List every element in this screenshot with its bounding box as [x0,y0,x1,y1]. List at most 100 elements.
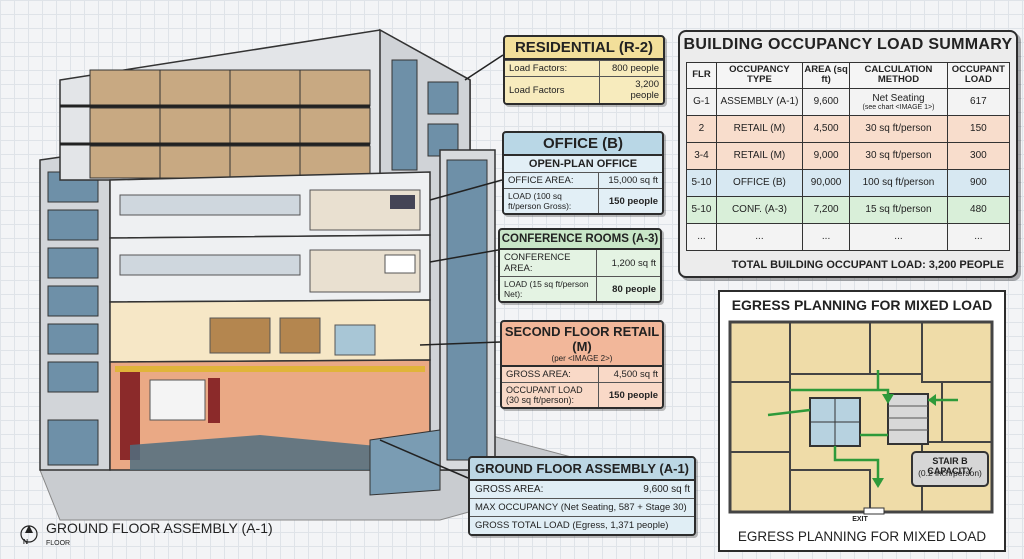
retail-callout: SECOND FLOOR RETAIL (M) (per <IMAGE 2>) … [500,320,664,409]
summary-area-cell-text: 9,000 [813,150,839,162]
summary-floor-cell-text: ... [697,231,706,243]
callout-connectors [379,54,504,479]
summary-total: TOTAL BUILDING OCCUPANT LOAD: 3,200 PEOP… [731,259,1004,271]
summary-calc-cell-text: 30 sq ft/person [865,150,932,162]
retail-title: SECOND FLOOR RETAIL (M) [504,324,660,354]
retail-table: GROSS AREA: 4,500 sq ft OCCUPANT LOAD (3… [502,367,662,407]
summary-area-cell: ... [801,222,851,251]
office-title: OFFICE (B) [504,133,662,156]
summary-calc-cell-text: 30 sq ft/person [865,123,932,135]
summary-title: BUILDING OCCUPANCY LOAD SUMMARY [683,36,1013,53]
assembly-callout: GROUND FLOOR ASSEMBLY (A-1) GROSS AREA: … [468,456,696,536]
summary-floor-cell-text: 5-10 [691,177,712,189]
table-row: GROSS TOTAL LOAD (Egress, 1,371 people) [470,516,694,534]
summary-table: FLR OCCUPANCY TYPE AREA (sq ft) CALCULAT… [686,62,1011,251]
table-row: LOAD (100 sq ft/person Gross): 150 peopl… [504,188,662,213]
summary-area-cell: 7,200 [801,195,851,224]
conference-title: CONFERENCE ROOMS (A-3) [500,230,660,250]
office-area-value: 15,000 sq ft [598,173,662,189]
retail-load-value: 150 people [597,382,662,407]
summary-area-cell-text: 9,600 [813,96,839,108]
summary-load-cell: 480 [946,195,1011,224]
summary-type-cell: OFFICE (B) [715,168,803,197]
assembly-area-label: GROSS AREA: [475,484,544,495]
residential-title: RESIDENTIAL (R-2) [505,37,663,60]
summary-floor-cell: 5-10 [686,195,717,224]
exit-label: EXIT [852,516,868,523]
summary-load-cell-text: 300 [970,150,987,162]
summary-header-cell: AREA (sq ft) [801,62,851,89]
residential-row-value: 800 people [599,60,663,77]
summary-header-cell: FLR [686,62,717,89]
conference-load-label: LOAD (15 sq ft/person Net): [500,276,596,301]
retail-area-label: GROSS AREA: [506,369,571,380]
summary-floor-cell: 5-10 [686,168,717,197]
summary-floor-cell: 3-4 [686,141,717,170]
summary-area-cell-text: 4,500 [813,123,839,135]
table-row: Load Factors 3,200 people [505,76,663,103]
summary-calc-cell: 15 sq ft/person [849,195,948,224]
assembly-title: GROUND FLOOR ASSEMBLY (A-1) [470,458,694,481]
assembly-max-occupancy: MAX OCCUPANCY (Net Seating, 587 + Stage … [470,498,694,517]
summary-area-cell: 9,600 [801,87,851,116]
summary-calc-cell-text: Net Seating [872,92,925,104]
conference-area-label: CONFERENCE AREA: [504,252,571,274]
caption-sub: FLOOR [46,540,71,547]
summary-load-cell-text: ... [974,231,983,243]
retail-subtitle: (per <IMAGE 2>) [502,354,662,367]
summary-load-cell: 617 [946,87,1011,116]
summary-calc-cell-text: 15 sq ft/person [865,204,932,216]
egress-title: EGRESS PLANNING FOR MIXED LOAD [731,297,993,313]
stair-capacity-label: STAIR B CAPACITY [927,456,973,476]
stair-capacity-note: (0.2 inch/person) [918,468,982,478]
summary-calc-cell-text: 100 sq ft/person [862,177,935,189]
summary-type-cell-text: ... [755,231,764,243]
assembly-table: GROSS AREA: 9,600 sq ft MAX OCCUPANCY (N… [470,481,694,534]
summary-load-cell-text: 480 [970,204,987,216]
table-row: MAX OCCUPANCY (Net Seating, 587 + Stage … [470,498,694,517]
office-load-label: LOAD (100 sq ft/person Gross): [504,188,599,213]
summary-load-cell-text: 150 [970,123,987,135]
table-row: Load Factors: 800 people [505,60,663,77]
residential-row-value: 3,200 people [599,76,663,103]
summary-floor-cell: 2 [686,114,717,143]
egress-floor-plan [728,320,994,515]
residential-row-label: Load Factors: [505,60,600,77]
summary-load-cell-text: 617 [970,96,987,108]
conference-load-value: 80 people [595,276,660,301]
summary-floor-cell-text: G-1 [693,96,710,108]
summary-area-cell: 9,000 [801,141,851,170]
north-arrow-icon [20,525,38,543]
table-row: 2 RETAIL (M) 4,500 30 sq ft/person 150 [686,114,1011,143]
north-label: N [23,539,29,546]
summary-floor-cell: ... [686,222,717,251]
office-table: OFFICE AREA: 15,000 sq ft LOAD (100 sq f… [504,173,662,213]
summary-floor-cell-text: 2 [698,123,705,135]
summary-load-cell-text: 900 [970,177,987,189]
retail-load-label: OCCUPANT LOAD (30 sq ft/person): [502,382,598,407]
summary-calc-cell: ... [849,222,948,251]
summary-area-cell: 90,000 [801,168,851,197]
summary-type-cell-text: RETAIL (M) [733,123,786,135]
summary-floor-cell-text: 5-10 [691,204,712,216]
summary-load-cell: ... [946,222,1011,251]
summary-load-cell: 150 [946,114,1011,143]
summary-type-cell-text: OFFICE (B) [733,177,786,189]
summary-area-cell-text: 90,000 [810,177,842,189]
summary-calc-cell: Net Seating(see chart <IMAGE 1>) [849,87,948,116]
summary-calc-cell: 30 sq ft/person [849,141,948,170]
summary-header-cell: OCCUPANCY TYPE [715,62,803,89]
table-row: GROSS AREA: 4,500 sq ft [502,367,662,383]
office-area-label: OFFICE AREA: [508,175,574,186]
conference-area-value: 1,200 sq ft [595,250,660,277]
summary-floor-cell-text: 3-4 [694,150,709,162]
summary-calc-note: (see chart <IMAGE 1>) [862,103,935,111]
egress-bottom-title: EGRESS PLANNING FOR MIXED LOAD [737,529,987,544]
retail-area-value: 4,500 sq ft [597,367,662,383]
conference-table: CONFERENCE AREA: 1,200 sq ft LOAD (15 sq… [500,250,660,301]
summary-load-cell: 900 [946,168,1011,197]
summary-calc-cell-text: ... [894,231,903,243]
